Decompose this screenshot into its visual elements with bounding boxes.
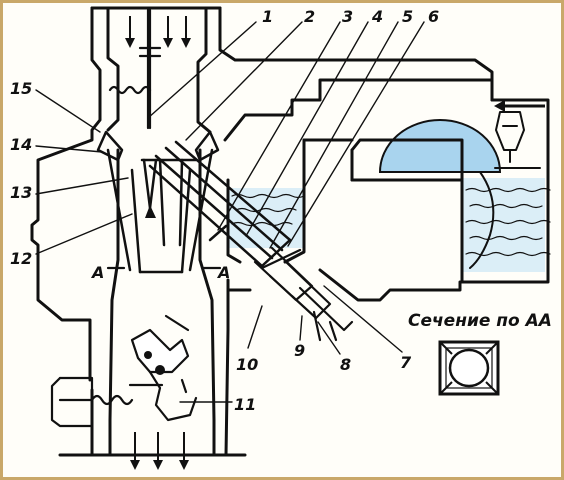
- float: [378, 119, 502, 173]
- air-inlet-arrows: [125, 16, 191, 48]
- atomizer-tube: [148, 140, 292, 268]
- label-12: 12: [10, 249, 32, 268]
- throttle-axle: [155, 365, 165, 375]
- needle-valve: [495, 111, 525, 163]
- label-15: 15: [10, 79, 32, 98]
- float-lever: [469, 171, 495, 269]
- label-2: 2: [304, 7, 315, 26]
- diffuser-flow-arrow: [145, 205, 156, 218]
- throttle-pivot: [144, 351, 152, 359]
- label-4: 4: [371, 7, 383, 26]
- leader-lines: [35, 21, 425, 403]
- throttle-assembly: [50, 314, 198, 428]
- label-7: 7: [400, 353, 412, 372]
- label-3: 3: [342, 7, 353, 26]
- carburetor-body: [30, 6, 550, 457]
- fuel-surface-lines: [231, 187, 551, 257]
- label-5: 5: [402, 7, 413, 26]
- outlet-arrows: [130, 432, 189, 470]
- label-11: 11: [234, 395, 256, 414]
- section-aa-inset: [438, 340, 500, 396]
- label-section-a-right: A: [216, 263, 230, 282]
- label-6: 6: [428, 7, 439, 26]
- label-9: 9: [294, 341, 305, 360]
- label-section-a-left: A: [90, 263, 104, 282]
- label-8: 8: [340, 355, 351, 374]
- jet-holder-assembly: [253, 246, 354, 342]
- label-14: 14: [10, 135, 32, 154]
- label-1: 1: [262, 7, 273, 26]
- fuel-inlet-arrow: [494, 100, 545, 112]
- label-13: 13: [10, 183, 32, 202]
- air-damper: [108, 8, 162, 130]
- section-caption: Сечение по АА: [408, 311, 552, 331]
- label-10: 10: [236, 355, 258, 374]
